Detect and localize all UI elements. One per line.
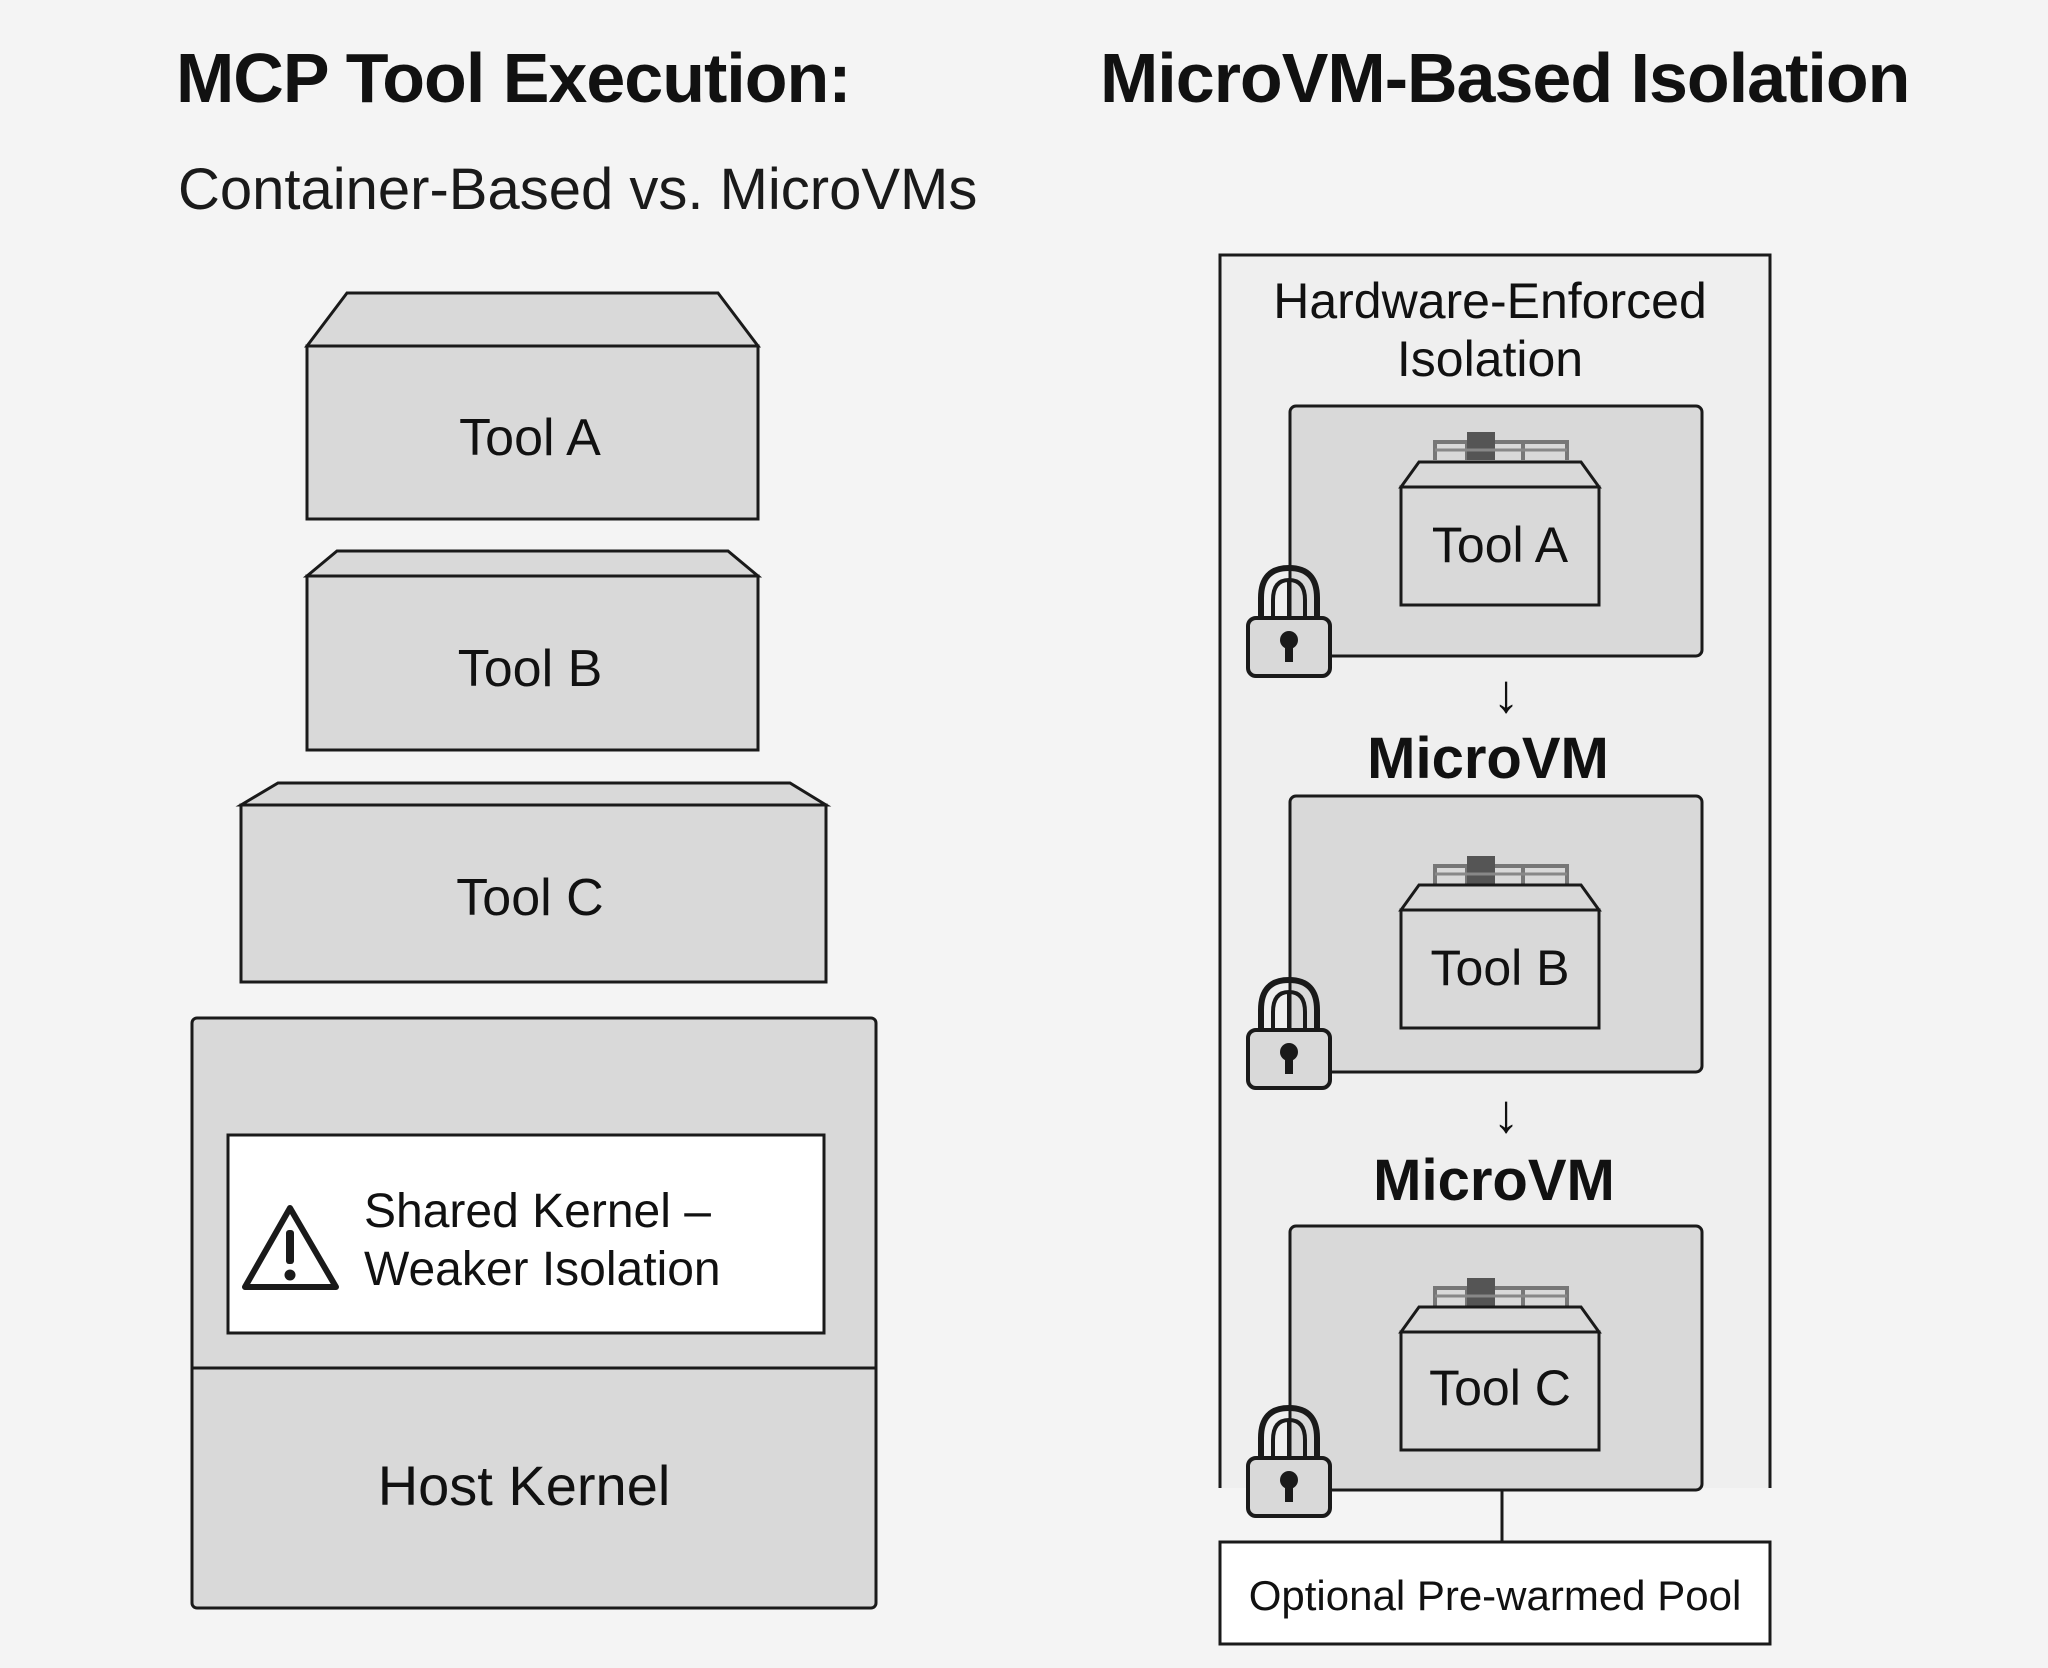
container-tool-a-label: Tool A [459, 409, 601, 467]
panel-title-line-2: Isolation [1397, 331, 1583, 387]
microvm-tool-b-label: Tool B [1431, 940, 1570, 996]
right-title: MicroVM-Based Isolation [1100, 39, 1910, 117]
warning-line-1: Shared Kernel – [364, 1185, 711, 1238]
subtitle: Container-Based vs. MicroVMs [178, 157, 978, 222]
arrow-2: ↓ [1493, 1084, 1520, 1144]
microvm-tool-c-label: Tool C [1429, 1360, 1571, 1416]
arrow-1: ↓ [1493, 664, 1520, 724]
shared-kernel-warning: Shared Kernel – Weaker Isolation [226, 1133, 826, 1335]
microvm-3: Tool C [1248, 1224, 1704, 1516]
padlock-icon [1248, 980, 1330, 1088]
microvm-1: Tool A [1248, 404, 1704, 676]
prewarmed-pool-box: Optional Pre-warmed Pool [1218, 1540, 1772, 1646]
padlock-icon [1248, 1408, 1330, 1516]
microvm-label-1: MicroVM [1367, 726, 1609, 791]
microvm-label-2: MicroVM [1373, 1148, 1615, 1213]
container-tool-b: Tool B [302, 549, 763, 752]
host-kernel-label: Host Kernel [378, 1454, 671, 1517]
left-title: MCP Tool Execution: [176, 39, 852, 117]
warning-line-2: Weaker Isolation [364, 1243, 721, 1296]
container-tool-c: Tool C [235, 781, 832, 984]
padlock-icon [1248, 568, 1330, 676]
container-tool-c-label: Tool C [456, 869, 603, 927]
warning-triangle-icon [242, 1205, 339, 1290]
microvm-tool-a-label: Tool A [1432, 517, 1569, 573]
panel-title-line-1: Hardware-Enforced [1273, 273, 1707, 329]
container-tool-a: Tool A [303, 291, 762, 521]
microvm-2: Tool B [1248, 794, 1704, 1088]
container-tool-b-label: Tool B [458, 640, 603, 698]
prewarmed-pool-label: Optional Pre-warmed Pool [1249, 1572, 1742, 1619]
